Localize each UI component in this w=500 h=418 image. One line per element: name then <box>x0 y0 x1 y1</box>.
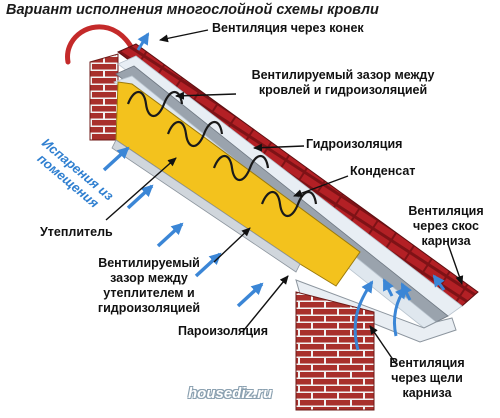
label-roof-gap-line1: Вентилируемый зазор между <box>251 68 435 82</box>
pointer-roof-gap <box>175 91 237 100</box>
lower-brick-wall <box>295 291 375 411</box>
label-insulation: Утеплитель <box>40 225 113 239</box>
label-ridge-vent: Вентиляция через конек <box>212 21 364 35</box>
label-eaves-slope-line2: через скос <box>413 219 479 233</box>
label-eaves-slot-line2: через щели <box>391 371 463 385</box>
label-condensate: Конденсат <box>350 164 416 178</box>
label-roof-gap-line2: кровлей и гидроизоляцией <box>258 83 428 97</box>
pointer-waterproofing <box>253 143 305 152</box>
diagram-title: Вариант исполнения многослойной схемы кр… <box>6 2 379 18</box>
label-roof-gap: Вентилируемый зазор между кровлей и гидр… <box>228 68 458 98</box>
label-eaves-slot-line3: карниза <box>402 386 452 400</box>
pointer-eaves-slope <box>447 243 464 285</box>
pointer-ridge-vent <box>159 29 209 43</box>
label-waterproofing: Гидроизоляция <box>306 137 403 151</box>
insulation-waves <box>126 90 318 218</box>
pointer-insul-gap <box>213 227 251 263</box>
vent-arrows-internal <box>136 32 446 351</box>
pointer-eaves-slot <box>369 325 397 365</box>
vapor-rising-arrows <box>102 146 264 308</box>
label-insul-gap-line3: утеплителем и <box>103 286 195 300</box>
label-insul-gap: Вентилируемый зазор между утеплителем и … <box>84 256 214 316</box>
pointer-vapor-barrier <box>243 275 289 331</box>
label-eaves-slot-line1: Вентиляция <box>389 356 465 370</box>
label-eaves-slope-vent: Вентиляция через скос карниза <box>396 204 496 249</box>
leader-lines <box>105 29 464 365</box>
watermark: housediz.ru <box>188 385 273 402</box>
label-insul-gap-line4: гидроизоляцией <box>97 301 201 315</box>
label-eaves-slope-line3: карниза <box>421 234 471 248</box>
label-insul-gap-line1: Вентилируемый <box>98 256 200 270</box>
label-insul-gap-line2: зазор между <box>110 271 188 285</box>
label-vapor-barrier: Пароизоляция <box>178 324 269 338</box>
label-eaves-slope-line1: Вентиляция <box>408 204 484 218</box>
pointer-condensate <box>293 175 349 197</box>
ridge-pipe <box>65 24 137 65</box>
label-eaves-slot-vent: Вентиляция через щели карниза <box>372 356 482 401</box>
pointer-insulation <box>105 157 177 221</box>
left-brick-wall <box>89 53 119 141</box>
